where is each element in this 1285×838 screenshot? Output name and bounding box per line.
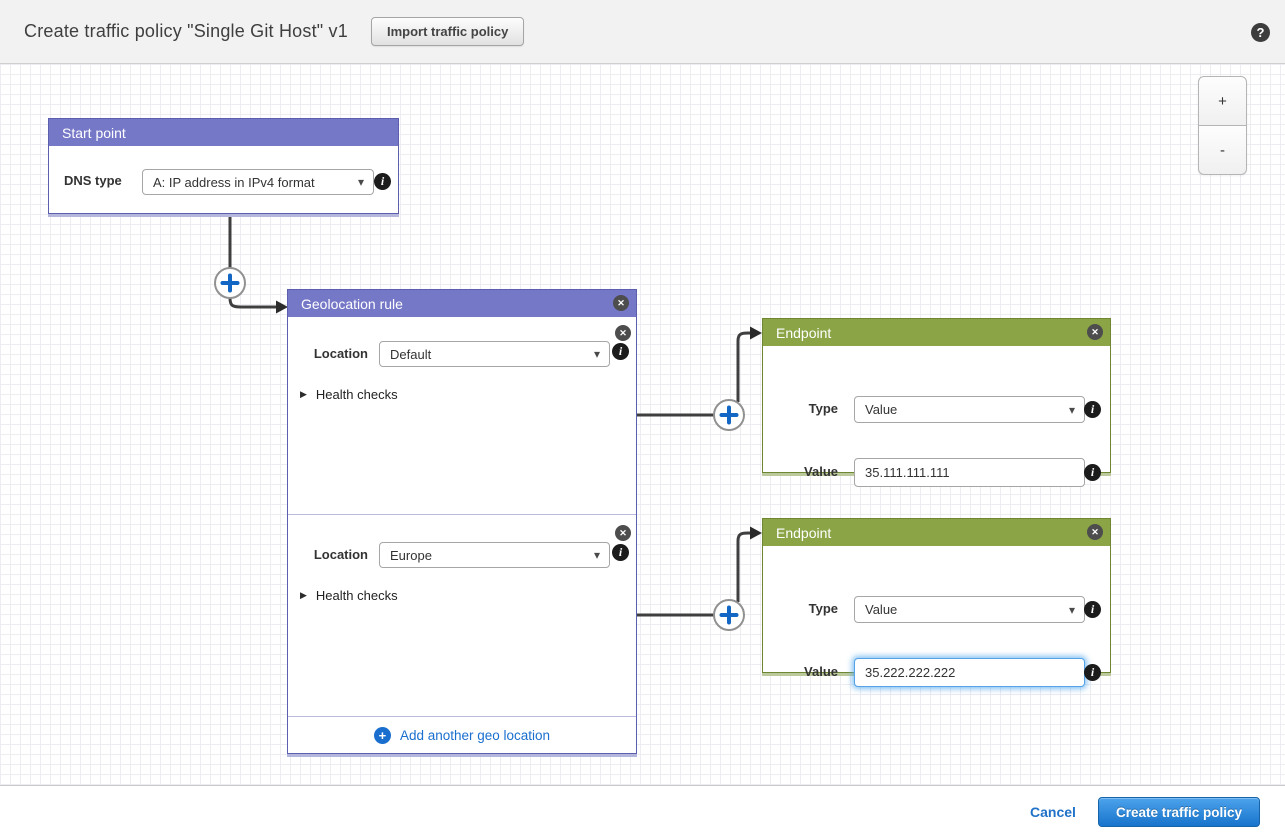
connector-line (228, 297, 276, 309)
type-selected-value: Value (865, 602, 898, 617)
policy-canvas[interactable]: + - Start point DNS type A: IP address i… (0, 64, 1285, 786)
location-selected-value: Europe (390, 547, 432, 563)
geo-location-section-default: ✕ Location Default ▾ i ▶ Health checks (288, 317, 636, 514)
add-another-geo-location-link[interactable]: + Add another geo location (288, 716, 636, 753)
endpoint-type-select[interactable]: Value ▾ (854, 596, 1085, 623)
footer-actions: Cancel Create traffic policy (0, 786, 1285, 838)
caret-down-icon: ▾ (1068, 402, 1075, 417)
add-geo-location-label: Add another geo location (399, 727, 551, 743)
location-selected-value: Default (390, 346, 432, 362)
endpoint-node-2: Endpoint ✕ Type Value ▾ i Value i (762, 518, 1111, 687)
close-icon[interactable]: ✕ (613, 295, 629, 311)
geolocation-rule-header: Geolocation rule ✕ (288, 290, 636, 317)
dns-type-selected-value: A: IP address in IPv4 format (153, 174, 315, 190)
type-label: Type (808, 401, 838, 416)
close-icon[interactable]: ✕ (615, 525, 631, 541)
endpoint-value-input-focused[interactable] (854, 658, 1085, 687)
health-checks-toggle[interactable]: ▶ Health checks (300, 387, 398, 402)
endpoint-type-select[interactable]: Value ▾ (854, 396, 1085, 423)
topbar: Create traffic policy "Single Git Host" … (0, 0, 1285, 64)
health-checks-label: Health checks (315, 387, 398, 402)
endpoint-node-1: Endpoint ✕ Type Value ▾ i Value i (762, 318, 1111, 487)
type-label: Type (808, 601, 838, 616)
endpoint-title: Endpoint (776, 524, 832, 541)
caret-down-icon: ▾ (1068, 602, 1075, 617)
value-label: Value (804, 664, 838, 679)
caret-down-icon: ▾ (357, 175, 364, 189)
endpoint-body: Type Value ▾ i Value i (763, 546, 1110, 687)
canvas-zoom-controls: + - (1198, 76, 1247, 175)
dns-type-info-icon[interactable]: i (374, 173, 391, 190)
endpoint-header: Endpoint ✕ (763, 319, 1110, 346)
type-selected-value: Value (865, 402, 898, 417)
create-traffic-policy-button[interactable]: Create traffic policy (1097, 797, 1260, 827)
close-icon[interactable]: ✕ (1087, 524, 1103, 540)
location-select[interactable]: Default ▾ (379, 341, 610, 367)
start-point-body: DNS type A: IP address in IPv4 format ▾ … (49, 146, 398, 214)
connector-line (736, 331, 750, 402)
expand-triangle-icon: ▶ (300, 389, 307, 399)
location-info-icon[interactable]: i (612, 544, 629, 561)
type-info-icon[interactable]: i (1084, 401, 1101, 418)
endpoint-body: Type Value ▾ i Value i (763, 346, 1110, 487)
start-point-title: Start point (62, 124, 126, 141)
endpoint-header: Endpoint ✕ (763, 519, 1110, 546)
cancel-link[interactable]: Cancel (1030, 804, 1076, 820)
value-label: Value (804, 464, 838, 479)
close-icon[interactable]: ✕ (615, 325, 631, 341)
expand-triangle-icon: ▶ (300, 590, 307, 600)
health-checks-toggle[interactable]: ▶ Health checks (300, 588, 398, 603)
endpoint-title: Endpoint (776, 324, 832, 341)
caret-down-icon: ▾ (593, 347, 600, 361)
start-point-header: Start point (49, 119, 398, 146)
value-info-icon[interactable]: i (1084, 464, 1101, 481)
plus-icon (719, 405, 739, 425)
plus-circle-icon: + (373, 726, 391, 744)
import-traffic-policy-button[interactable]: Import traffic policy (370, 17, 525, 46)
caret-down-icon: ▾ (593, 548, 600, 562)
location-info-icon[interactable]: i (612, 343, 629, 360)
add-rule-connector-button[interactable] (214, 267, 246, 299)
arrowhead-icon (750, 526, 762, 540)
geolocation-rule-node: Geolocation rule ✕ ✕ Location Default ▾ … (287, 289, 637, 754)
zoom-out-button[interactable]: - (1198, 125, 1247, 175)
dns-type-label: DNS type (64, 173, 122, 188)
arrowhead-icon (750, 326, 762, 340)
add-endpoint-connector-button[interactable] (713, 399, 745, 431)
location-select[interactable]: Europe ▾ (379, 542, 610, 568)
location-label: Location (313, 547, 368, 562)
close-icon[interactable]: ✕ (1087, 324, 1103, 340)
plus-icon (220, 273, 240, 293)
start-point-node: Start point DNS type A: IP address in IP… (48, 118, 399, 214)
help-icon[interactable]: ? (1251, 23, 1270, 42)
type-info-icon[interactable]: i (1084, 601, 1101, 618)
plus-icon (719, 605, 739, 625)
health-checks-label: Health checks (315, 588, 398, 603)
geo-location-section-europe: ✕ Location Europe ▾ i ▶ Health checks (288, 514, 636, 716)
location-label: Location (313, 346, 368, 361)
add-endpoint-connector-button[interactable] (713, 599, 745, 631)
endpoint-value-input[interactable] (854, 458, 1085, 487)
dns-type-select[interactable]: A: IP address in IPv4 format ▾ (142, 169, 374, 195)
geolocation-rule-title: Geolocation rule (301, 295, 403, 312)
zoom-in-button[interactable]: + (1198, 76, 1247, 126)
page-title: Create traffic policy "Single Git Host" … (24, 21, 348, 41)
value-info-icon[interactable]: i (1084, 664, 1101, 681)
connector-line (736, 531, 750, 602)
